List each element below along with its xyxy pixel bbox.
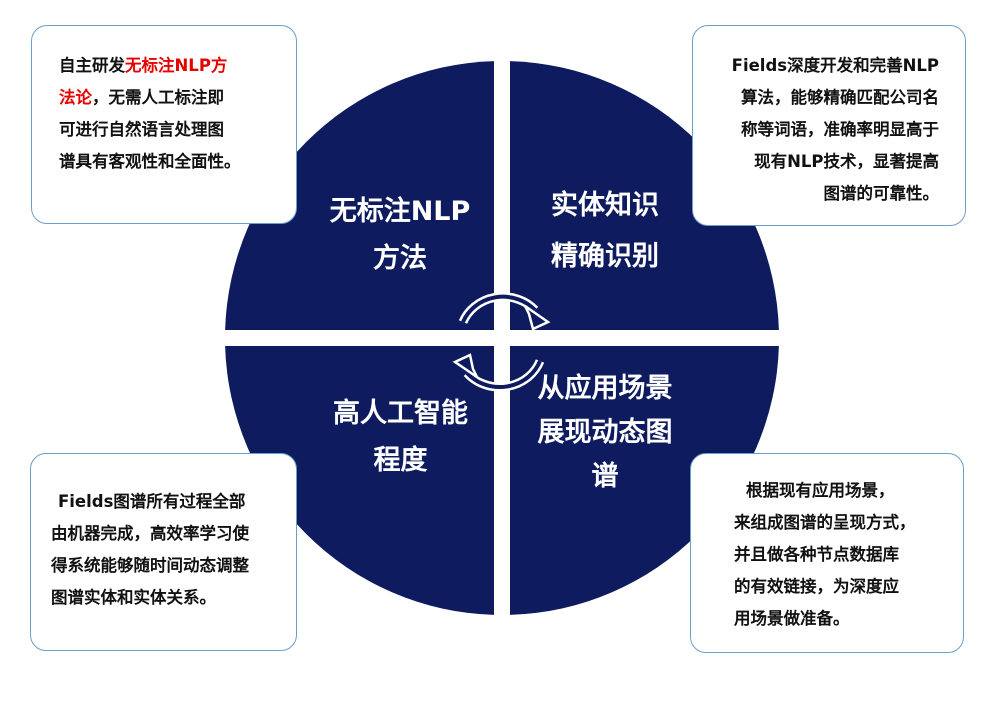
- box-line: 根据现有应用场景，: [746, 481, 895, 500]
- quadrant-label-line: 程度: [373, 445, 428, 477]
- quadrant-label-top-right: 实体知识 精确识别: [505, 180, 705, 283]
- box-line: Fields深度开发和完善NLP: [731, 56, 939, 75]
- box-line: 的有效链接，为深度应: [734, 577, 899, 596]
- quadrant-label-line: 方法: [373, 243, 427, 275]
- quadrant-bottom-left: [225, 346, 495, 615]
- box-line: 并且做各种节点数据库: [734, 545, 899, 564]
- description-box-top-right: Fields深度开发和完善NLP 算法，能够精确匹配公司名 称等词语，准确率明显…: [692, 25, 966, 226]
- circular-arrows-icon: [452, 292, 551, 392]
- quadrant-label-line: 精确识别: [551, 241, 659, 273]
- highlight-text: 无标注NLP方: [125, 56, 228, 75]
- box-line: 现有NLP技术，显著提高: [754, 152, 939, 171]
- box-line: 法论，无需人工标注即: [59, 82, 296, 114]
- quadrant-top-left: [225, 61, 495, 331]
- description-box-bottom-left: Fields图谱所有过程全部 由机器完成，高效率学习使 得系统能够随时间动态调整…: [30, 453, 297, 651]
- description-box-top-left: 自主研发无标注NLP方 法论，无需人工标注即 可进行自然语言处理图 谱具有客观性…: [31, 25, 297, 224]
- quadrant-group: [225, 61, 779, 615]
- quadrant-label-top-left: 无标注NLP 方法: [300, 188, 500, 283]
- quadrant-label-line: 实体知识: [551, 190, 659, 221]
- box-line: Fields图谱所有过程全部: [58, 492, 246, 511]
- box-line: 称等词语，准确率明显高于: [741, 120, 939, 139]
- quadrant-label-bottom-left: 高人工智能 程度: [298, 390, 503, 485]
- quadrant-label-line: 从应用场景: [537, 373, 673, 404]
- box-line: 可进行自然语言处理图: [59, 120, 224, 139]
- quadrant-label-line: 展现动态图: [537, 417, 673, 448]
- description-box-bottom-right: 根据现有应用场景， 来组成图谱的呈现方式， 并且做各种节点数据库 的有效链接，为…: [690, 453, 964, 653]
- quadrant-top-right: [510, 61, 779, 331]
- quadrant-label-line: 谱: [591, 461, 619, 492]
- quadrant-bottom-right: [510, 346, 779, 615]
- box-line: 算法，能够精确匹配公司名: [741, 88, 939, 107]
- quadrant-label-line: 高人工智能: [333, 398, 468, 429]
- box-text-plain: 自主研发: [59, 56, 125, 75]
- box-line: 用场景做准备。: [734, 609, 850, 628]
- quadrant-label-bottom-right: 从应用场景 展现动态图 谱: [505, 367, 705, 499]
- box-line: 谱具有客观性和全面性。: [59, 152, 241, 171]
- box-text-plain: ，无需人工标注即: [92, 88, 224, 107]
- quadrant-label-line: 无标注NLP: [329, 196, 471, 227]
- box-line: 图谱实体和实体关系。: [51, 588, 216, 607]
- box-line: 图谱的可靠性。: [823, 184, 940, 203]
- box-line: 得系统能够随时间动态调整: [51, 556, 249, 575]
- highlight-text: 法论: [59, 88, 92, 107]
- box-line: 自主研发无标注NLP方: [59, 50, 296, 82]
- box-line: 来组成图谱的呈现方式，: [734, 513, 916, 532]
- box-line: 由机器完成，高效率学习使: [51, 524, 249, 543]
